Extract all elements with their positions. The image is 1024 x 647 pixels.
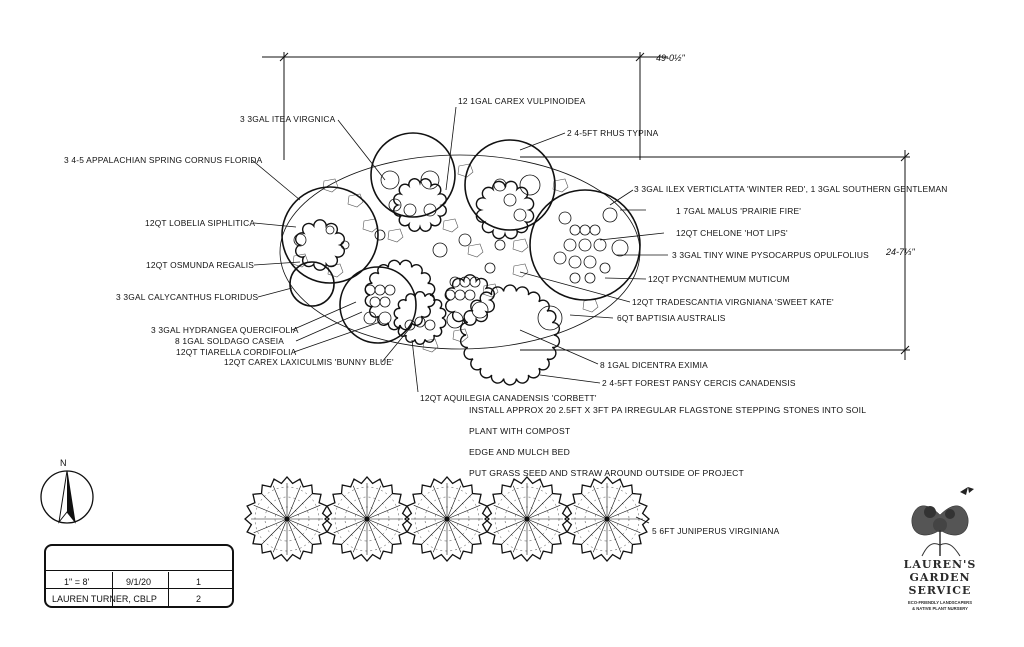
- label-solidago: 8 1GAL SOLDAGO CASEIA: [175, 336, 285, 346]
- juniper-symbol: [564, 476, 650, 562]
- juniper-symbol: [324, 476, 410, 562]
- title-block-scale: 1" = 8': [64, 577, 90, 587]
- label-juniperus: 5 6FT JUNIPERUS VIRGINIANA: [652, 526, 780, 536]
- juniper-symbol: [484, 476, 570, 562]
- label-aquilegia: 12QT AQUILEGIA CANADENSIS 'CORBETT': [420, 393, 597, 403]
- logo-tagline1: ECO-FRIENDLY LANDSCAPERS: [908, 600, 972, 605]
- label-carex-vulpinoidea: 12 1GAL CAREX VULPINOIDEA: [458, 96, 586, 106]
- label-tradescantia: 12QT TRADESCANTIA VIRGNIANA 'SWEET KATE': [632, 297, 834, 307]
- title-block-designer: LAUREN TURNER, CBLP: [52, 594, 157, 604]
- label-ilex: 3 3GAL ILEX VERTICLATTA 'WINTER RED', 1 …: [634, 184, 948, 194]
- label-chelone: 12QT CHELONE 'HOT LIPS': [676, 228, 788, 238]
- note-compost: PLANT WITH COMPOST: [469, 426, 571, 436]
- tree-canopies: [281, 132, 641, 344]
- label-lobelia: 12QT LOBELIA SIPHLITICA: [145, 218, 256, 228]
- label-malus: 1 7GAL MALUS 'PRAIRIE FIRE': [676, 206, 802, 216]
- lobelia-mass: [295, 219, 345, 271]
- planting-bed-outline: [279, 154, 641, 350]
- label-hydrangea: 3 3GAL HYDRANGEA QUERCIFOLIA: [151, 325, 299, 335]
- juniper-symbol: [244, 476, 330, 562]
- juniper-symbol: [404, 476, 490, 562]
- title-block-sheet-total: 2: [196, 594, 202, 604]
- label-rhus: 2 4-5FT RHUS TYPINA: [567, 128, 659, 138]
- itea-canopy: [370, 132, 456, 218]
- label-dicentra: 8 1GAL DICENTRA EXIMIA: [600, 360, 708, 370]
- label-osmunda: 12QT OSMUNDA REGALIS: [146, 260, 255, 270]
- north-label: N: [60, 458, 67, 468]
- company-logo: LAUREN'S GARDEN SERVICE ECO-FRIENDLY LAN…: [896, 478, 984, 618]
- cornus-canopy: [281, 186, 379, 284]
- perennial-symbols: [293, 170, 629, 331]
- label-calycanthus: 3 3GAL CALYCANTHUS FLORIDUS: [116, 292, 259, 302]
- height-dimension-label: 24-7⅓": [886, 247, 915, 257]
- label-tiarella: 12QT TIARELLA CORDIFOLIA: [176, 347, 297, 357]
- shrub-masses: [295, 178, 560, 386]
- rhus-inner-mass: [475, 180, 535, 240]
- calycanthus-canopy: [289, 261, 335, 307]
- label-carex-lax: 12QT CAREX LAXICULMIS 'BUNNY BLUE': [224, 357, 394, 367]
- logo-line3: SERVICE: [908, 584, 972, 597]
- label-leader-lines: [251, 106, 668, 524]
- logo-line2: GARDEN: [909, 571, 971, 584]
- note-flagstone: INSTALL APPROX 20 2.5FT X 3FT PA IRREGUL…: [469, 405, 867, 415]
- juniperus-row: [244, 476, 650, 562]
- title-block-date: 9/1/20: [126, 577, 152, 587]
- note-grass-seed: PUT GRASS SEED AND STRAW AROUND OUTSIDE …: [469, 468, 745, 478]
- malus-canopy: [529, 189, 641, 301]
- rhus-canopy: [464, 139, 556, 231]
- title-block-sheet-number: 1: [196, 577, 202, 587]
- label-pycnanthemum: 12QT PYCNANTHEMUM MUTICUM: [648, 274, 790, 284]
- label-baptisia: 6QT BAPTISIA AUSTRALIS: [617, 313, 726, 323]
- cercis-mass: [460, 284, 560, 386]
- width-dimension-label: 49-0½": [656, 53, 685, 63]
- itea-inner-mass: [393, 178, 447, 232]
- north-arrow-icon: [40, 470, 94, 524]
- title-block: 1" = 8' 9/1/20 1 LAUREN TURNER, CBLP 2: [44, 544, 234, 608]
- note-edge-mulch: EDGE AND MULCH BED: [469, 447, 571, 457]
- height-dimension-line: [520, 150, 910, 360]
- label-physocarpus: 3 3GAL TINY WINE PYSOCARPUS OPULFOLIUS: [672, 250, 869, 260]
- hydrangea-canopy: [339, 266, 417, 344]
- label-itea: 3 3GAL ITEA VIRGNICA: [240, 114, 336, 124]
- flagstone-stepping-stones: [292, 163, 599, 353]
- logo-tagline2: & NATIVE PLANT NURSERY: [912, 606, 968, 611]
- butterfly-flower-icon: [911, 487, 974, 557]
- logo-line1: LAUREN'S: [903, 558, 977, 571]
- label-cornus: 3 4-5 APPALACHIAN SPRING CORNUS FLORIDA: [64, 155, 263, 165]
- label-cercis: 2 4-5FT FOREST PANSY CERCIS CANADENSIS: [602, 378, 796, 388]
- tiarella-mass: [393, 291, 447, 345]
- width-dimension-line: [262, 52, 668, 160]
